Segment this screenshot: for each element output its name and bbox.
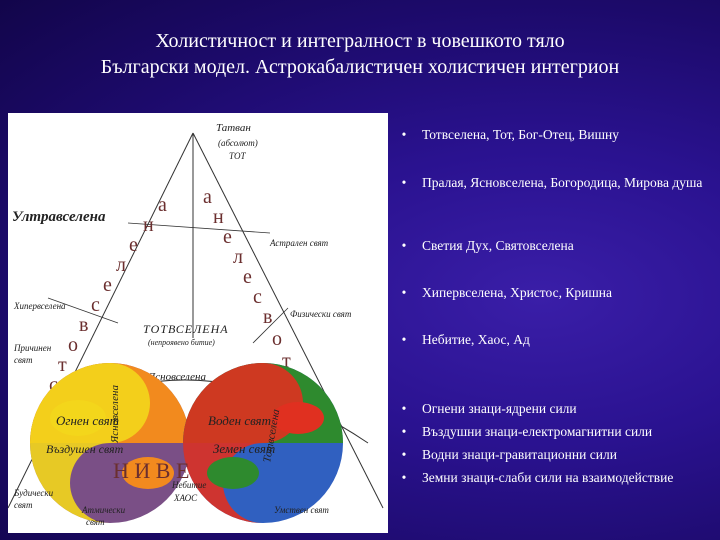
diagram-svg: Татван (абсолют) ТОТ Ултравселена Астрал… <box>8 122 384 527</box>
cosmology-diagram: Татван (абсолют) ТОТ Ултравселена Астрал… <box>8 113 388 533</box>
title-line-2: Български модел. Астрокабалистичен холис… <box>100 56 620 78</box>
apex-title: Татван <box>216 122 251 134</box>
pointer-hyper <box>47 297 119 324</box>
bullet-marker: • <box>401 285 407 300</box>
svg-text:с: с <box>91 294 100 316</box>
bullet-text: Тотвселена, Тот, Бог-Отец, Вишну <box>422 127 620 142</box>
label-atmic-1: Атмически <box>81 505 126 515</box>
bullet-text: Пралая, Ясновселена, Богородица, Мирова … <box>422 175 703 190</box>
label-causal-1: Причинен <box>13 343 52 353</box>
bullet-text: Небитие, Хаос, Ад <box>422 332 530 347</box>
svg-text:е: е <box>223 226 232 248</box>
right-arc-letters: а н е л е с в о т о <box>203 186 304 394</box>
label-yasno: Ясновселена <box>147 371 206 383</box>
left-arc-letters: а н е л е с в о т с <box>49 194 167 396</box>
svg-text:л: л <box>116 254 126 276</box>
bullet-marker: • <box>401 470 407 485</box>
svg-text:н: н <box>213 206 224 228</box>
right-wheel-bottom-label: Земен свят <box>213 441 275 456</box>
bullet-marker: • <box>401 447 407 462</box>
label-astral: Астрален свят <box>269 238 329 248</box>
pointer-ultra <box>127 222 271 234</box>
apex-sub: (абсолют) <box>218 138 258 148</box>
label-physical: Физически свят <box>290 309 352 319</box>
pyramid-right-edge <box>192 132 384 509</box>
slide-title: Холистичност и интегралност в човешкото … <box>0 28 720 80</box>
big-letters: Н И В Е <box>113 458 189 483</box>
bullet-marker: • <box>401 332 407 347</box>
svg-text:т: т <box>58 354 67 376</box>
left-wheel-bottom-label: Въздушен свят <box>46 442 124 456</box>
label-totvselena-sub: (непроявено битие) <box>148 338 215 347</box>
label-causal-2: свят <box>14 355 33 365</box>
bullet-marker: • <box>401 127 407 142</box>
svg-text:в: в <box>263 306 272 328</box>
svg-text:в: в <box>79 314 88 336</box>
label-buddhi-1: Будически <box>13 488 54 498</box>
svg-text:е: е <box>129 234 138 256</box>
bullet-marker: • <box>401 401 407 416</box>
label-atmic-2: свят <box>86 517 105 527</box>
svg-text:т: т <box>282 350 291 372</box>
title-line-1: Холистичност и интегралност в човешкото … <box>155 30 565 52</box>
svg-text:а: а <box>158 194 167 216</box>
svg-text:с: с <box>253 286 262 308</box>
label-buddhi-2: свят <box>14 500 33 510</box>
svg-text:н: н <box>143 214 154 236</box>
apex-tot: ТОТ <box>229 151 247 161</box>
arc-center-left: Ясновселена <box>109 385 121 444</box>
bullet-text: Въздушни знаци-електромагнитни сили <box>422 424 653 439</box>
label-nebitie: Небитие <box>171 480 206 490</box>
bullet-marker: • <box>401 424 407 439</box>
label-totvselena: ТОТВСЕЛЕНА <box>143 322 229 336</box>
label-umstven: Умствен свят <box>274 505 329 515</box>
svg-text:е: е <box>243 266 252 288</box>
svg-text:л: л <box>233 246 243 268</box>
bullet-marker: • <box>401 175 407 190</box>
bullet-text: Светия Дух, Святовселена <box>422 238 574 253</box>
bullet-text: Водни знаци-гравитационни сили <box>422 447 617 462</box>
svg-text:о: о <box>68 334 78 356</box>
bullet-marker: • <box>401 238 407 253</box>
label-hyper: Хипервселена <box>13 301 66 311</box>
svg-text:о: о <box>272 328 282 350</box>
right-wheel: Водeн свят Земен свят <box>183 363 343 523</box>
bullet-text: Хипервселена, Христос, Кришна <box>422 285 612 300</box>
left-wheel: Огнен свят Въздушен свят <box>30 363 190 523</box>
left-wheel-top-label: Огнен свят <box>56 413 119 428</box>
svg-text:е: е <box>103 274 112 296</box>
right-wheel-top-label: Водeн свят <box>208 413 271 428</box>
bullet-text: Земни знаци-слаби сили на взаимодействие <box>422 470 674 485</box>
label-haos: ХАОС <box>173 493 198 503</box>
bullet-text: Огнени знаци-ядрени сили <box>422 401 577 416</box>
svg-text:с: с <box>49 374 58 396</box>
label-ultra: Ултравселена <box>12 209 106 225</box>
svg-text:а: а <box>203 186 212 208</box>
pointer-physical <box>252 307 289 344</box>
